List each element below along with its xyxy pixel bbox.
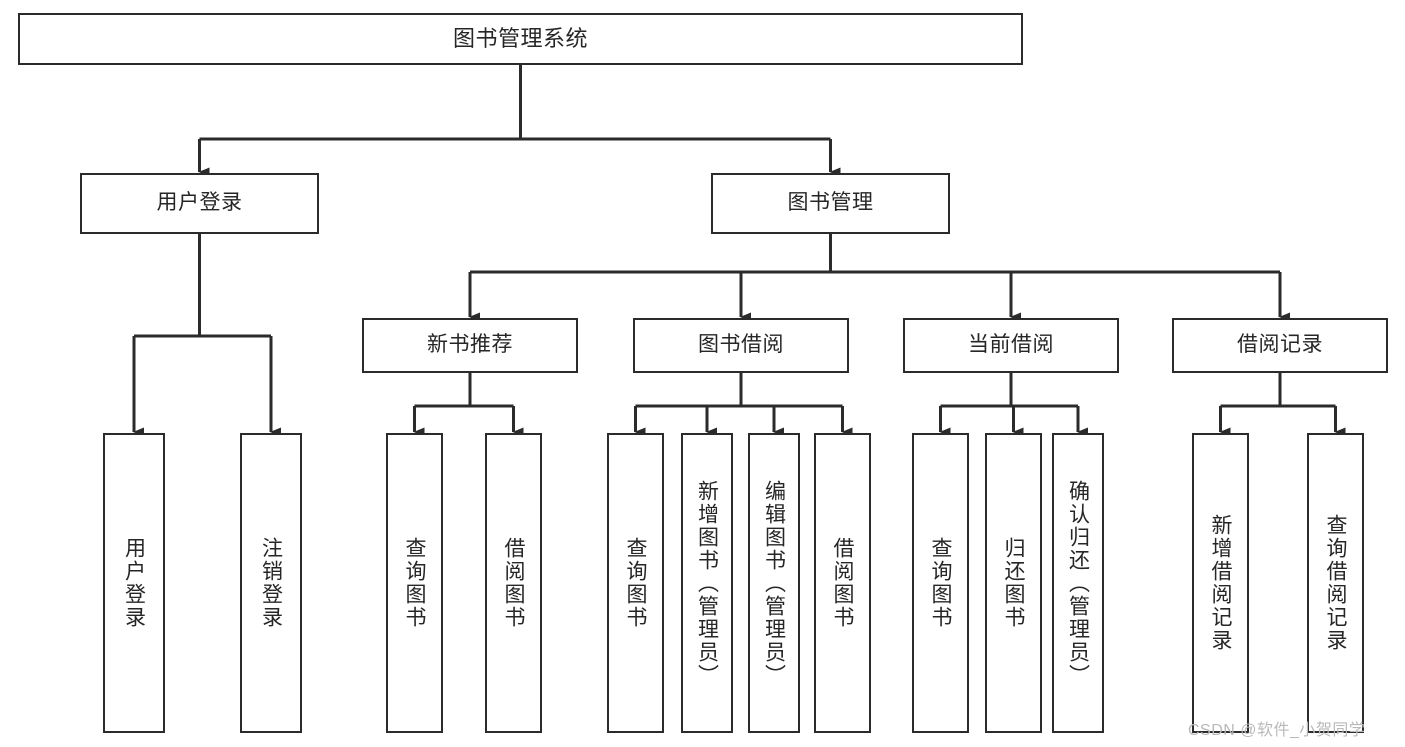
node-leaf-return-book[interactable]: 归还图书 <box>985 433 1042 733</box>
node-current-borrow[interactable]: 当前借阅 <box>903 318 1119 373</box>
node-leaf-user-logout[interactable]: 注销登录 <box>240 433 302 733</box>
node-leaf-borrow-book-1[interactable]: 借阅图书 <box>485 433 542 733</box>
node-label: 新书推荐 <box>427 333 513 357</box>
node-new-book-rec[interactable]: 新书推荐 <box>362 318 578 373</box>
node-label: 图书管理系统 <box>452 26 588 52</box>
node-leaf-add-book[interactable]: 新增图书（管理员） <box>681 433 733 733</box>
node-root[interactable]: 图书管理系统 <box>18 13 1023 65</box>
node-user-login[interactable]: 用户登录 <box>80 173 319 234</box>
node-leaf-query-book-2[interactable]: 查询图书 <box>607 433 664 733</box>
node-label: 借阅图书 <box>502 537 525 629</box>
node-label: 用户登录 <box>156 191 243 215</box>
node-book-borrow[interactable]: 图书借阅 <box>633 318 849 373</box>
node-label: 查询借阅记录 <box>1324 514 1347 652</box>
node-leaf-query-book-1[interactable]: 查询图书 <box>386 433 443 733</box>
node-leaf-edit-book[interactable]: 编辑图书（管理员） <box>748 433 800 733</box>
node-label: 查询图书 <box>624 537 647 629</box>
node-label: 确认归还（管理员） <box>1066 479 1090 687</box>
node-label: 借阅记录 <box>1237 333 1323 357</box>
node-label: 当前借阅 <box>968 333 1054 357</box>
node-book-manage[interactable]: 图书管理 <box>711 173 950 234</box>
node-leaf-borrow-book-2[interactable]: 借阅图书 <box>814 433 871 733</box>
node-label: 归还图书 <box>1002 537 1025 629</box>
node-label: 查询图书 <box>403 537 426 629</box>
node-leaf-query-book-3[interactable]: 查询图书 <box>912 433 969 733</box>
node-label: 新增借阅记录 <box>1209 514 1232 652</box>
node-leaf-query-record[interactable]: 查询借阅记录 <box>1307 433 1364 733</box>
node-leaf-user-login[interactable]: 用户登录 <box>103 433 165 733</box>
node-label: 注销登录 <box>259 537 283 629</box>
node-label: 查询图书 <box>929 537 952 629</box>
node-label: 借阅图书 <box>831 537 854 629</box>
node-leaf-add-record[interactable]: 新增借阅记录 <box>1192 433 1249 733</box>
node-label: 编辑图书（管理员） <box>762 479 786 687</box>
node-label: 新增图书（管理员） <box>695 479 719 687</box>
node-leaf-confirm-return[interactable]: 确认归还（管理员） <box>1052 433 1104 733</box>
node-label: 图书借阅 <box>698 333 784 357</box>
node-borrow-record[interactable]: 借阅记录 <box>1172 318 1388 373</box>
node-label: 图书管理 <box>787 191 874 215</box>
node-label: 用户登录 <box>122 537 146 629</box>
